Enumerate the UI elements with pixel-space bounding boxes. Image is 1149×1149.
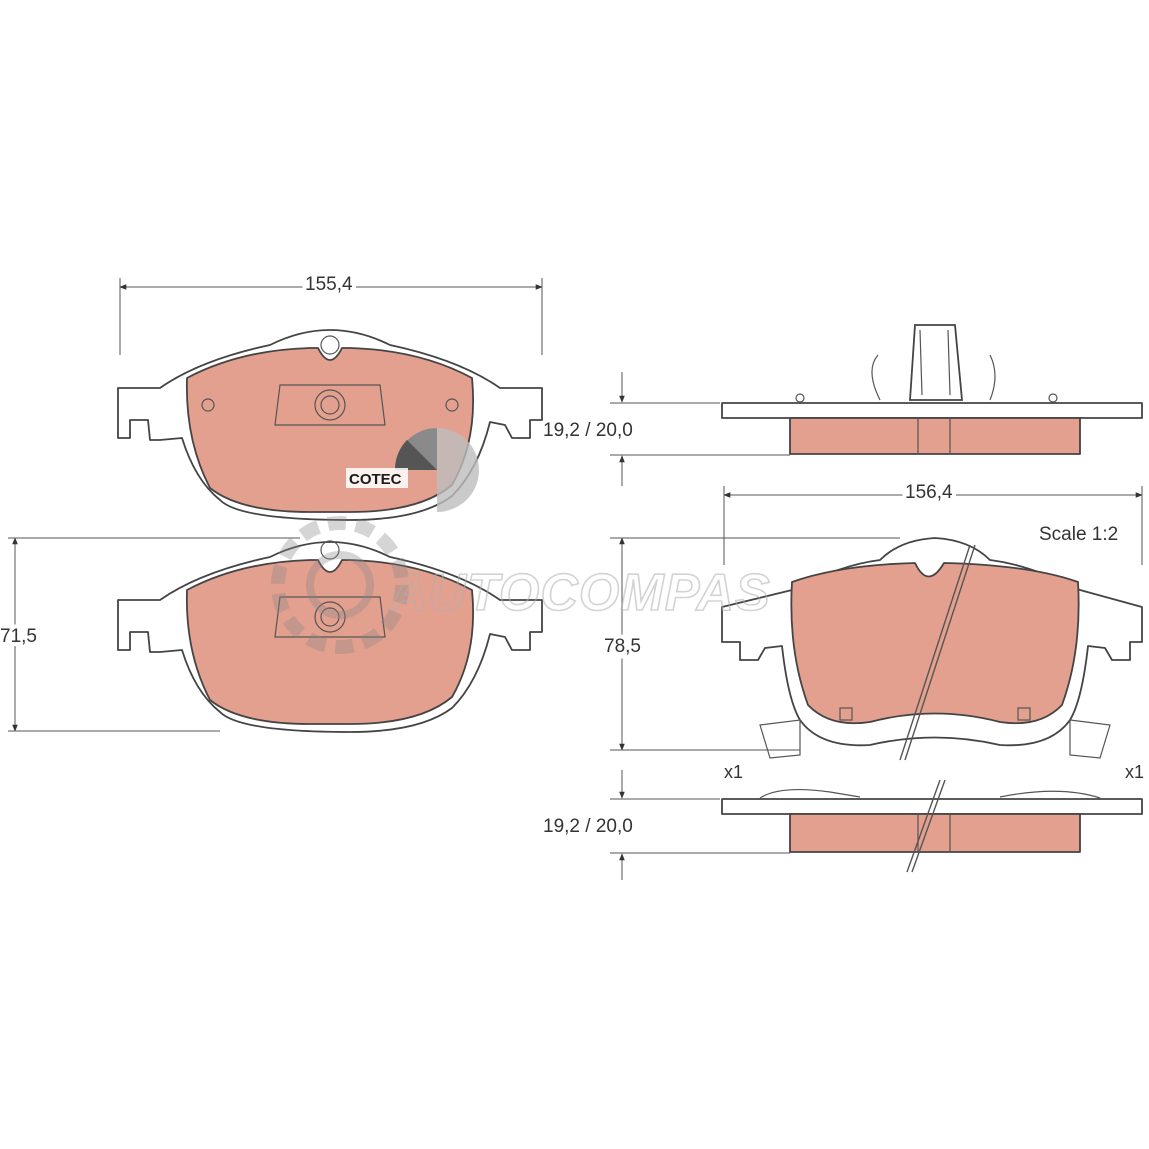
cotec-logo: COTEC <box>346 428 479 512</box>
top-thickness-label: 19,2 / 20,0 <box>543 420 633 441</box>
pad-bottom-left <box>117 540 543 733</box>
side-view-bottom <box>721 779 1143 873</box>
watermark: AUTOCOMPAS <box>271 516 771 654</box>
top-width-label: 155,4 <box>305 274 353 295</box>
pad-top-left <box>117 329 543 521</box>
left-height-label: 71,5 <box>0 626 37 647</box>
right-width-label: 156,4 <box>905 482 953 503</box>
cotec-gauge-icon <box>394 428 479 512</box>
gear-watermark-icon <box>271 516 409 654</box>
side-view-top <box>721 324 1143 455</box>
right-height-label: 78,5 <box>604 636 641 657</box>
quantity-left-label: x1 <box>724 762 743 782</box>
dimension-lines <box>8 278 1143 880</box>
scale-label: Scale 1:2 <box>1039 524 1118 545</box>
pad-right <box>721 537 1143 761</box>
cotec-logo-text: COTEC <box>349 471 402 488</box>
watermark-text: AUTOCOMPAS <box>388 564 771 622</box>
quantity-right-label: x1 <box>1125 762 1144 782</box>
bottom-thickness-label: 19,2 / 20,0 <box>543 816 633 837</box>
